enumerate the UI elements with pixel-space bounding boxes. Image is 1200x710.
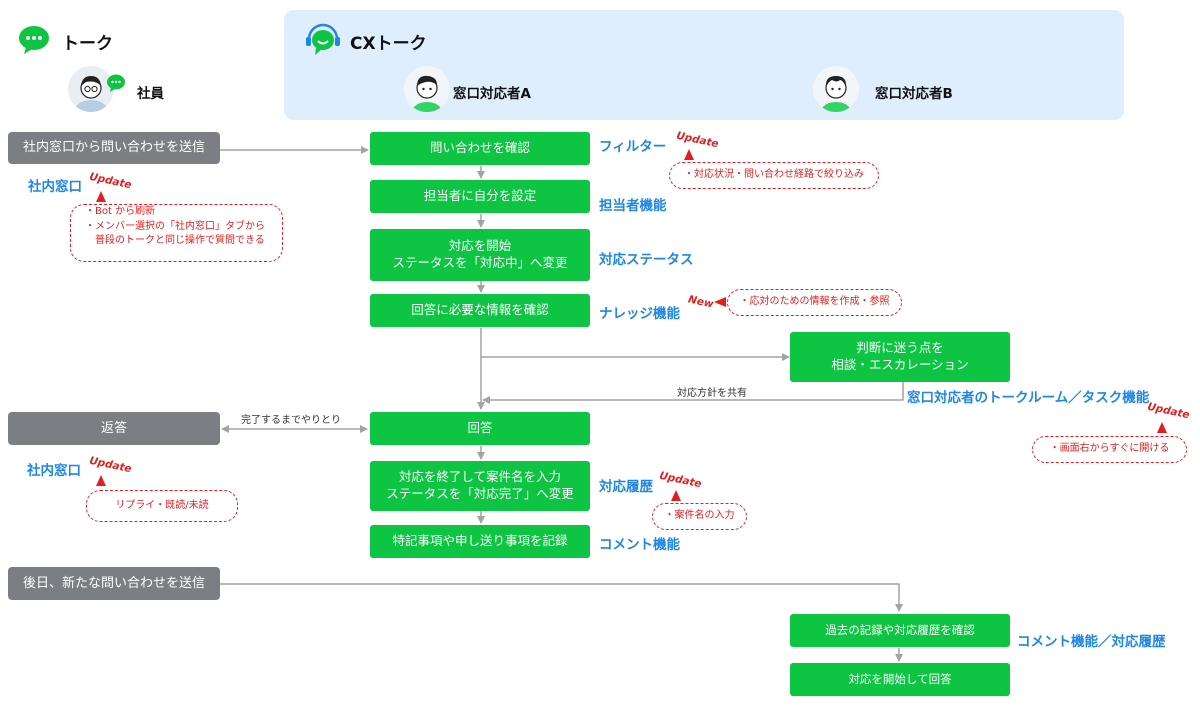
feature-comment: コメント機能 xyxy=(599,537,680,553)
send-inquiry-box: 社内窓口から問い合わせを送信 xyxy=(8,132,220,164)
agent-a-label: 窓口対応者A xyxy=(453,86,531,102)
later-inquiry-box: 後日、新たな問い合わせを送信 xyxy=(8,567,220,600)
feature-history: 対応履歴 xyxy=(599,479,653,495)
note-knowledge: ・応対のための情報を作成・参照 xyxy=(727,289,902,316)
step-answer: 回答 xyxy=(370,412,590,445)
step-start-line1: 対応を開始 xyxy=(448,238,512,254)
headset-chat-icon xyxy=(304,22,342,56)
new-arrow-knowledge xyxy=(714,297,726,307)
step-start-response: 対応を開始 ステータスを「対応中」へ変更 xyxy=(370,229,590,281)
edge-later-to-s9 xyxy=(220,583,903,612)
note-filter: ・対応状況・問い合わせ経路で絞り込み xyxy=(669,162,879,189)
step-escalation: 判断に迷う点を 相談・エスカレーション xyxy=(790,332,1010,382)
step-set-assignee: 担当者に自分を設定 xyxy=(370,180,590,213)
edge-label-exchange: 完了するまでやりとり xyxy=(241,415,341,426)
step-finish: 対応を終了して案件名を入力 ステータスを「対応完了」へ変更 xyxy=(370,461,590,511)
note-internal-1-line1: ・Bot から刷新 xyxy=(85,206,156,217)
note-internal-1-line2: ・メンバー選択の「社内窓口」タブから xyxy=(85,220,265,232)
note-history: ・案件名の入力 xyxy=(652,503,747,530)
step-escalation-line2: 相談・エスカレーション xyxy=(831,357,969,372)
feature-knowledge: ナレッジ機能 xyxy=(599,306,680,322)
update-arrow-internal-1 xyxy=(96,191,106,202)
step-confirm-inquiry: 問い合わせを確認 xyxy=(370,132,590,165)
agent-b-label: 窓口対応者B xyxy=(875,86,953,102)
feature-internal-window-2: 社内窓口 xyxy=(27,463,81,479)
agent-a-avatar xyxy=(404,66,450,112)
step-record: 特記事項や申し送り事項を記録 xyxy=(370,525,590,558)
chat-bubble-icon xyxy=(18,25,50,55)
note-internal-1-line3: 普段のトークと同じ操作で質問できる xyxy=(95,235,265,246)
feature-filter: フィルター xyxy=(599,139,667,155)
update-arrow-internal-2 xyxy=(96,475,106,486)
note-internal-1: ・Bot から刷新 ・メンバー選択の「社内窓口」タブから 普段のトークと同じ操作… xyxy=(70,204,283,262)
reply-box: 返答 xyxy=(8,412,220,445)
edge-share-back xyxy=(482,382,904,404)
step-check-info: 回答に必要な情報を確認 xyxy=(370,294,590,327)
update-arrow-filter xyxy=(684,149,694,160)
step-escalation-line1: 判断に迷う点を xyxy=(856,340,944,356)
edge-label-share: 対応方針を共有 xyxy=(677,388,747,399)
step-check-history: 過去の記録や対応履歴を確認 xyxy=(790,614,1010,647)
update-arrow-taskroom xyxy=(1157,422,1167,433)
step-finish-line2: ステータスを「対応完了」へ変更 xyxy=(386,486,574,501)
agent-b-avatar xyxy=(813,66,859,112)
note-internal-2: リプライ・既読/未読 xyxy=(86,490,238,522)
step-start-answer: 対応を開始して回答 xyxy=(790,663,1010,696)
cx-talk-title: CXトーク xyxy=(350,34,427,54)
step-finish-line1: 対応を終了して案件名を入力 xyxy=(398,469,562,485)
feature-comment-history: コメント機能／対応履歴 xyxy=(1017,634,1166,650)
update-arrow-history xyxy=(671,490,681,501)
talk-title: トーク xyxy=(62,34,113,54)
note-taskroom: ・画面右からすぐに開ける xyxy=(1032,436,1187,463)
employee-chat-icon xyxy=(106,74,126,92)
feature-assignee: 担当者機能 xyxy=(599,198,667,214)
employee-label: 社員 xyxy=(137,86,164,102)
feature-taskroom: 窓口対応者のトークルーム／タスク機能 xyxy=(907,390,1150,406)
feature-status: 対応ステータス xyxy=(599,252,694,268)
employee-avatar xyxy=(68,66,114,112)
step-start-line2: ステータスを「対応中」へ変更 xyxy=(392,255,568,270)
feature-internal-window-1: 社内窓口 xyxy=(28,179,82,195)
